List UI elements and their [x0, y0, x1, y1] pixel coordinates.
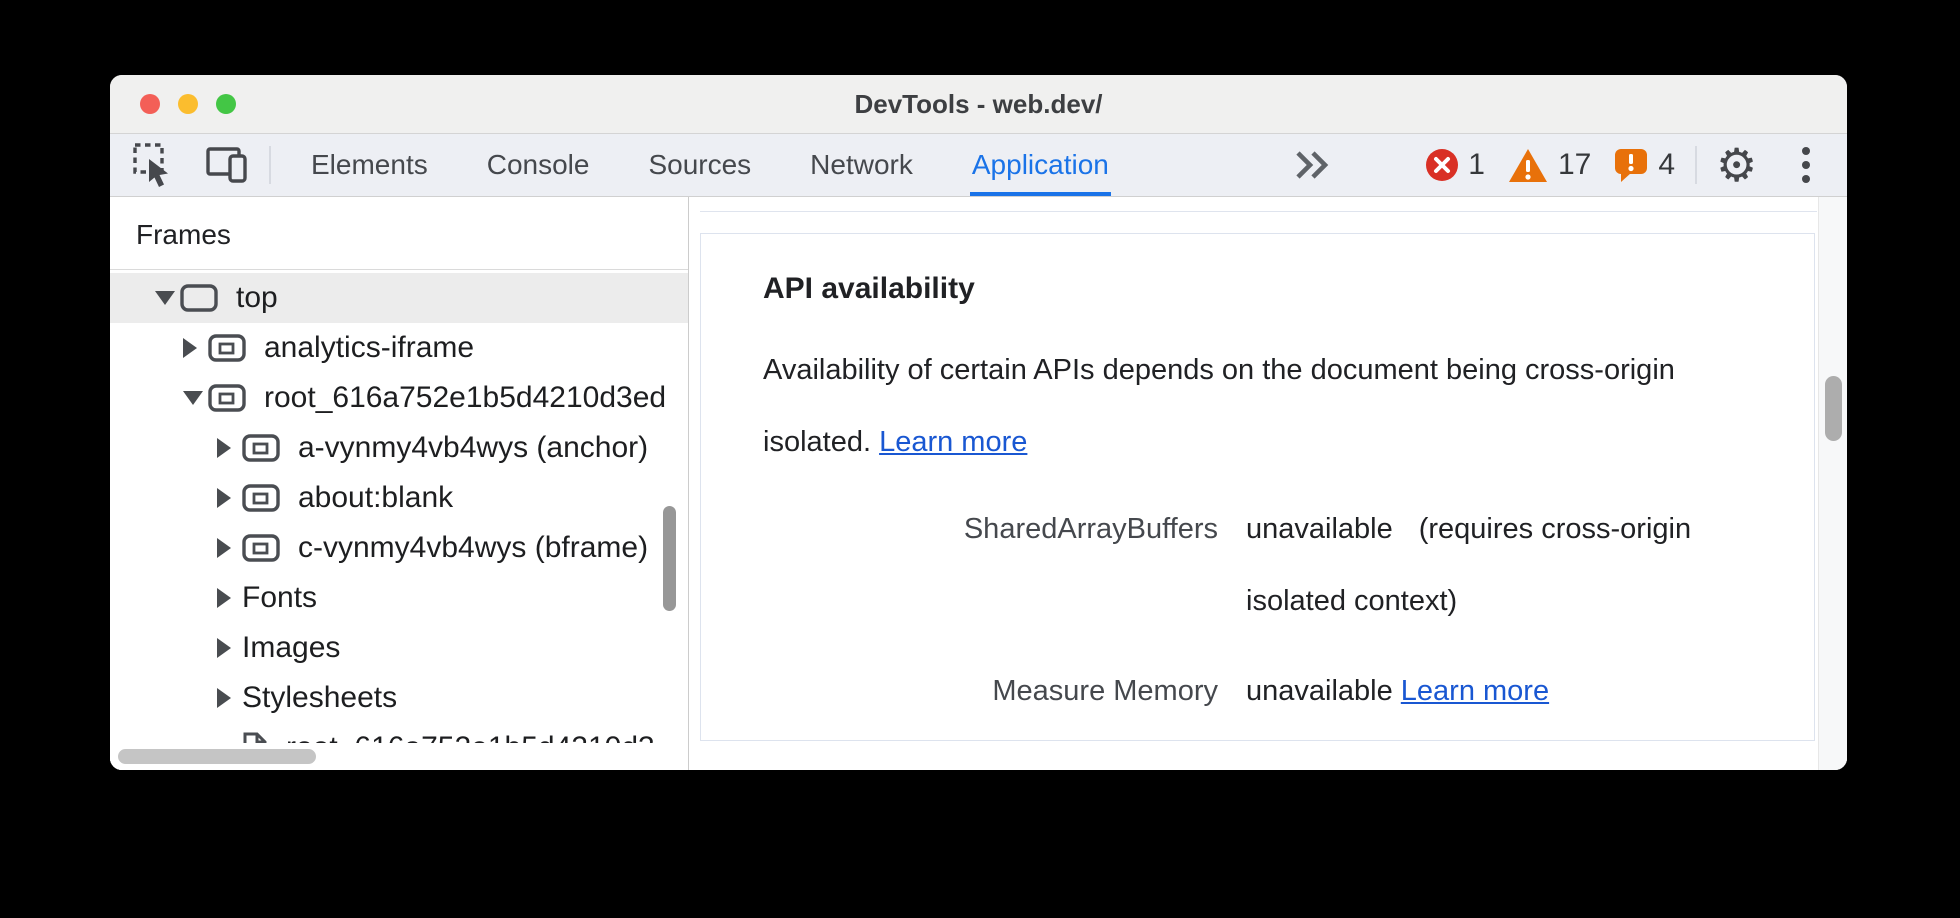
tree-item-images[interactable]: Images [110, 623, 688, 673]
field-detail: (requires cross-origin isolated context) [1246, 513, 1692, 617]
error-count: 1 [1468, 148, 1485, 181]
tab-application[interactable]: Application [969, 134, 1111, 196]
tree-item-root-616a752e1b5d4210d3ed[interactable]: root_616a752e1b5d4210d3ed [110, 373, 688, 423]
tree-item-stylesheets[interactable]: Stylesheets [110, 673, 688, 723]
console-errors-badge[interactable]: 1 [1425, 148, 1485, 182]
frames-pane-header: Frames [136, 219, 231, 250]
tree-item-label: analytics-iframe [264, 331, 475, 364]
tab-elements[interactable]: Elements [311, 149, 428, 180]
iframe-icon [242, 534, 280, 562]
device-toolbar-icon[interactable] [205, 144, 251, 186]
titlebar: DevTools - web.dev/ [110, 75, 1847, 134]
iframe-icon [208, 384, 246, 412]
frames-sidebar: Frames top analytics-iframe root_616a752e1… [110, 197, 689, 770]
sidebar-scrollbar-thumb[interactable] [663, 506, 676, 611]
section-heading: API availability [763, 272, 975, 305]
tab-sources[interactable]: Sources [648, 149, 752, 180]
tree-item-c-vynmy4vb4wys-bframe[interactable]: c-vynmy4vb4wys (bframe) [110, 523, 688, 573]
tree-item-analytics-iframe[interactable]: analytics-iframe [110, 323, 688, 373]
chevron-right-icon[interactable] [217, 438, 242, 458]
issues-badge[interactable]: 4 [1613, 147, 1675, 183]
settings-gear-icon[interactable]: ⚙ [1716, 139, 1758, 191]
chevron-right-icon[interactable] [217, 488, 242, 508]
panel-tabs: Elements Console Sources Network Application [311, 134, 1111, 196]
iframe-icon [208, 334, 246, 362]
field-value: unavailable Learn more [1246, 655, 1766, 727]
close-button[interactable] [140, 94, 160, 114]
more-tabs-icon[interactable] [1294, 150, 1330, 180]
iframe-icon [242, 484, 280, 512]
issues-count: 4 [1658, 148, 1675, 181]
chevron-right-icon[interactable] [183, 338, 208, 358]
horizontal-scrollbar-thumb[interactable] [118, 749, 316, 764]
field-value-text: unavailable [1246, 675, 1393, 707]
tree-item-label: c-vynmy4vb4wys (bframe) [298, 531, 649, 564]
section-divider [700, 211, 1817, 212]
tree-item-label: Stylesheets [242, 681, 398, 714]
field-value-text: unavailable [1246, 513, 1393, 545]
section-description: Availability of certain APIs depends on … [763, 354, 1675, 458]
devtools-window: DevTools - web.dev/ Elements Console Sourc… [110, 75, 1847, 770]
tree-item-top[interactable]: top [110, 273, 688, 323]
tree-item-about-blank[interactable]: about:blank [110, 473, 688, 523]
toolbar-separator [269, 146, 271, 184]
chevron-right-icon[interactable] [217, 688, 242, 708]
toolbar: Elements Console Sources Network Application… [110, 134, 1847, 197]
main-panel: API availability Availability of certain… [689, 197, 1818, 770]
horizontal-scrollbar-track [110, 743, 688, 770]
error-icon [1425, 148, 1459, 182]
devtools-body: Frames top analytics-iframe root_616a752e1… [110, 197, 1847, 770]
field-key: SharedArrayBuffers [963, 513, 1218, 545]
field-key: Measure Memory [992, 675, 1218, 707]
window-title: DevTools - web.dev/ [854, 89, 1103, 119]
api-availability-section: API availability Availability of certain… [700, 233, 1815, 741]
tree-item-label: a-vynmy4vb4wys (anchor) [298, 431, 649, 464]
warning-count: 17 [1557, 148, 1592, 181]
tree-item-fonts[interactable]: Fonts [110, 573, 688, 623]
tree-item-a-vynmy4vb4wys-anchor[interactable]: a-vynmy4vb4wys (anchor) [110, 423, 688, 473]
tab-console[interactable]: Console [486, 149, 590, 180]
tree-item-label: about:blank [298, 481, 454, 514]
main-scrollbar-thumb[interactable] [1825, 376, 1842, 441]
tab-network[interactable]: Network [810, 149, 913, 180]
tree-item-label: Fonts [242, 581, 318, 614]
pane-divider [110, 269, 688, 270]
chevron-down-icon[interactable] [183, 391, 208, 405]
chevron-right-icon[interactable] [217, 538, 242, 558]
zoom-button[interactable] [216, 94, 236, 114]
field-row-sharedarraybuffers: SharedArrayBuffers unavailable(requires c… [763, 493, 1794, 637]
console-warnings-badge[interactable]: 17 [1507, 147, 1591, 184]
main-scrollbar-track [1818, 197, 1847, 770]
learn-more-link[interactable]: Learn more [1400, 675, 1550, 707]
status-badges: 1 17 [1425, 134, 1675, 196]
inspect-icon[interactable] [132, 142, 176, 188]
field-value: unavailable(requires cross-origin isolat… [1246, 493, 1766, 637]
learn-more-link[interactable]: Learn more [879, 426, 1028, 458]
toolbar-separator [1695, 146, 1697, 184]
issues-icon [1613, 147, 1649, 183]
tree-item-label: top [236, 281, 278, 314]
field-row-measure-memory: Measure Memory unavailable Learn more [763, 655, 1794, 727]
tree-item-label: root_616a752e1b5d4210d3ed [264, 381, 667, 414]
warning-icon [1507, 147, 1549, 184]
iframe-icon [242, 434, 280, 462]
chevron-down-icon[interactable] [155, 291, 180, 305]
chevron-right-icon[interactable] [217, 588, 242, 608]
minimize-button[interactable] [178, 94, 198, 114]
chevron-right-icon[interactable] [217, 638, 242, 658]
kebab-menu-icon[interactable] [1802, 134, 1810, 196]
page-icon [180, 284, 218, 312]
tree-item-label: Images [242, 631, 341, 664]
frames-tree: top analytics-iframe root_616a752e1b5d4210… [110, 273, 688, 770]
